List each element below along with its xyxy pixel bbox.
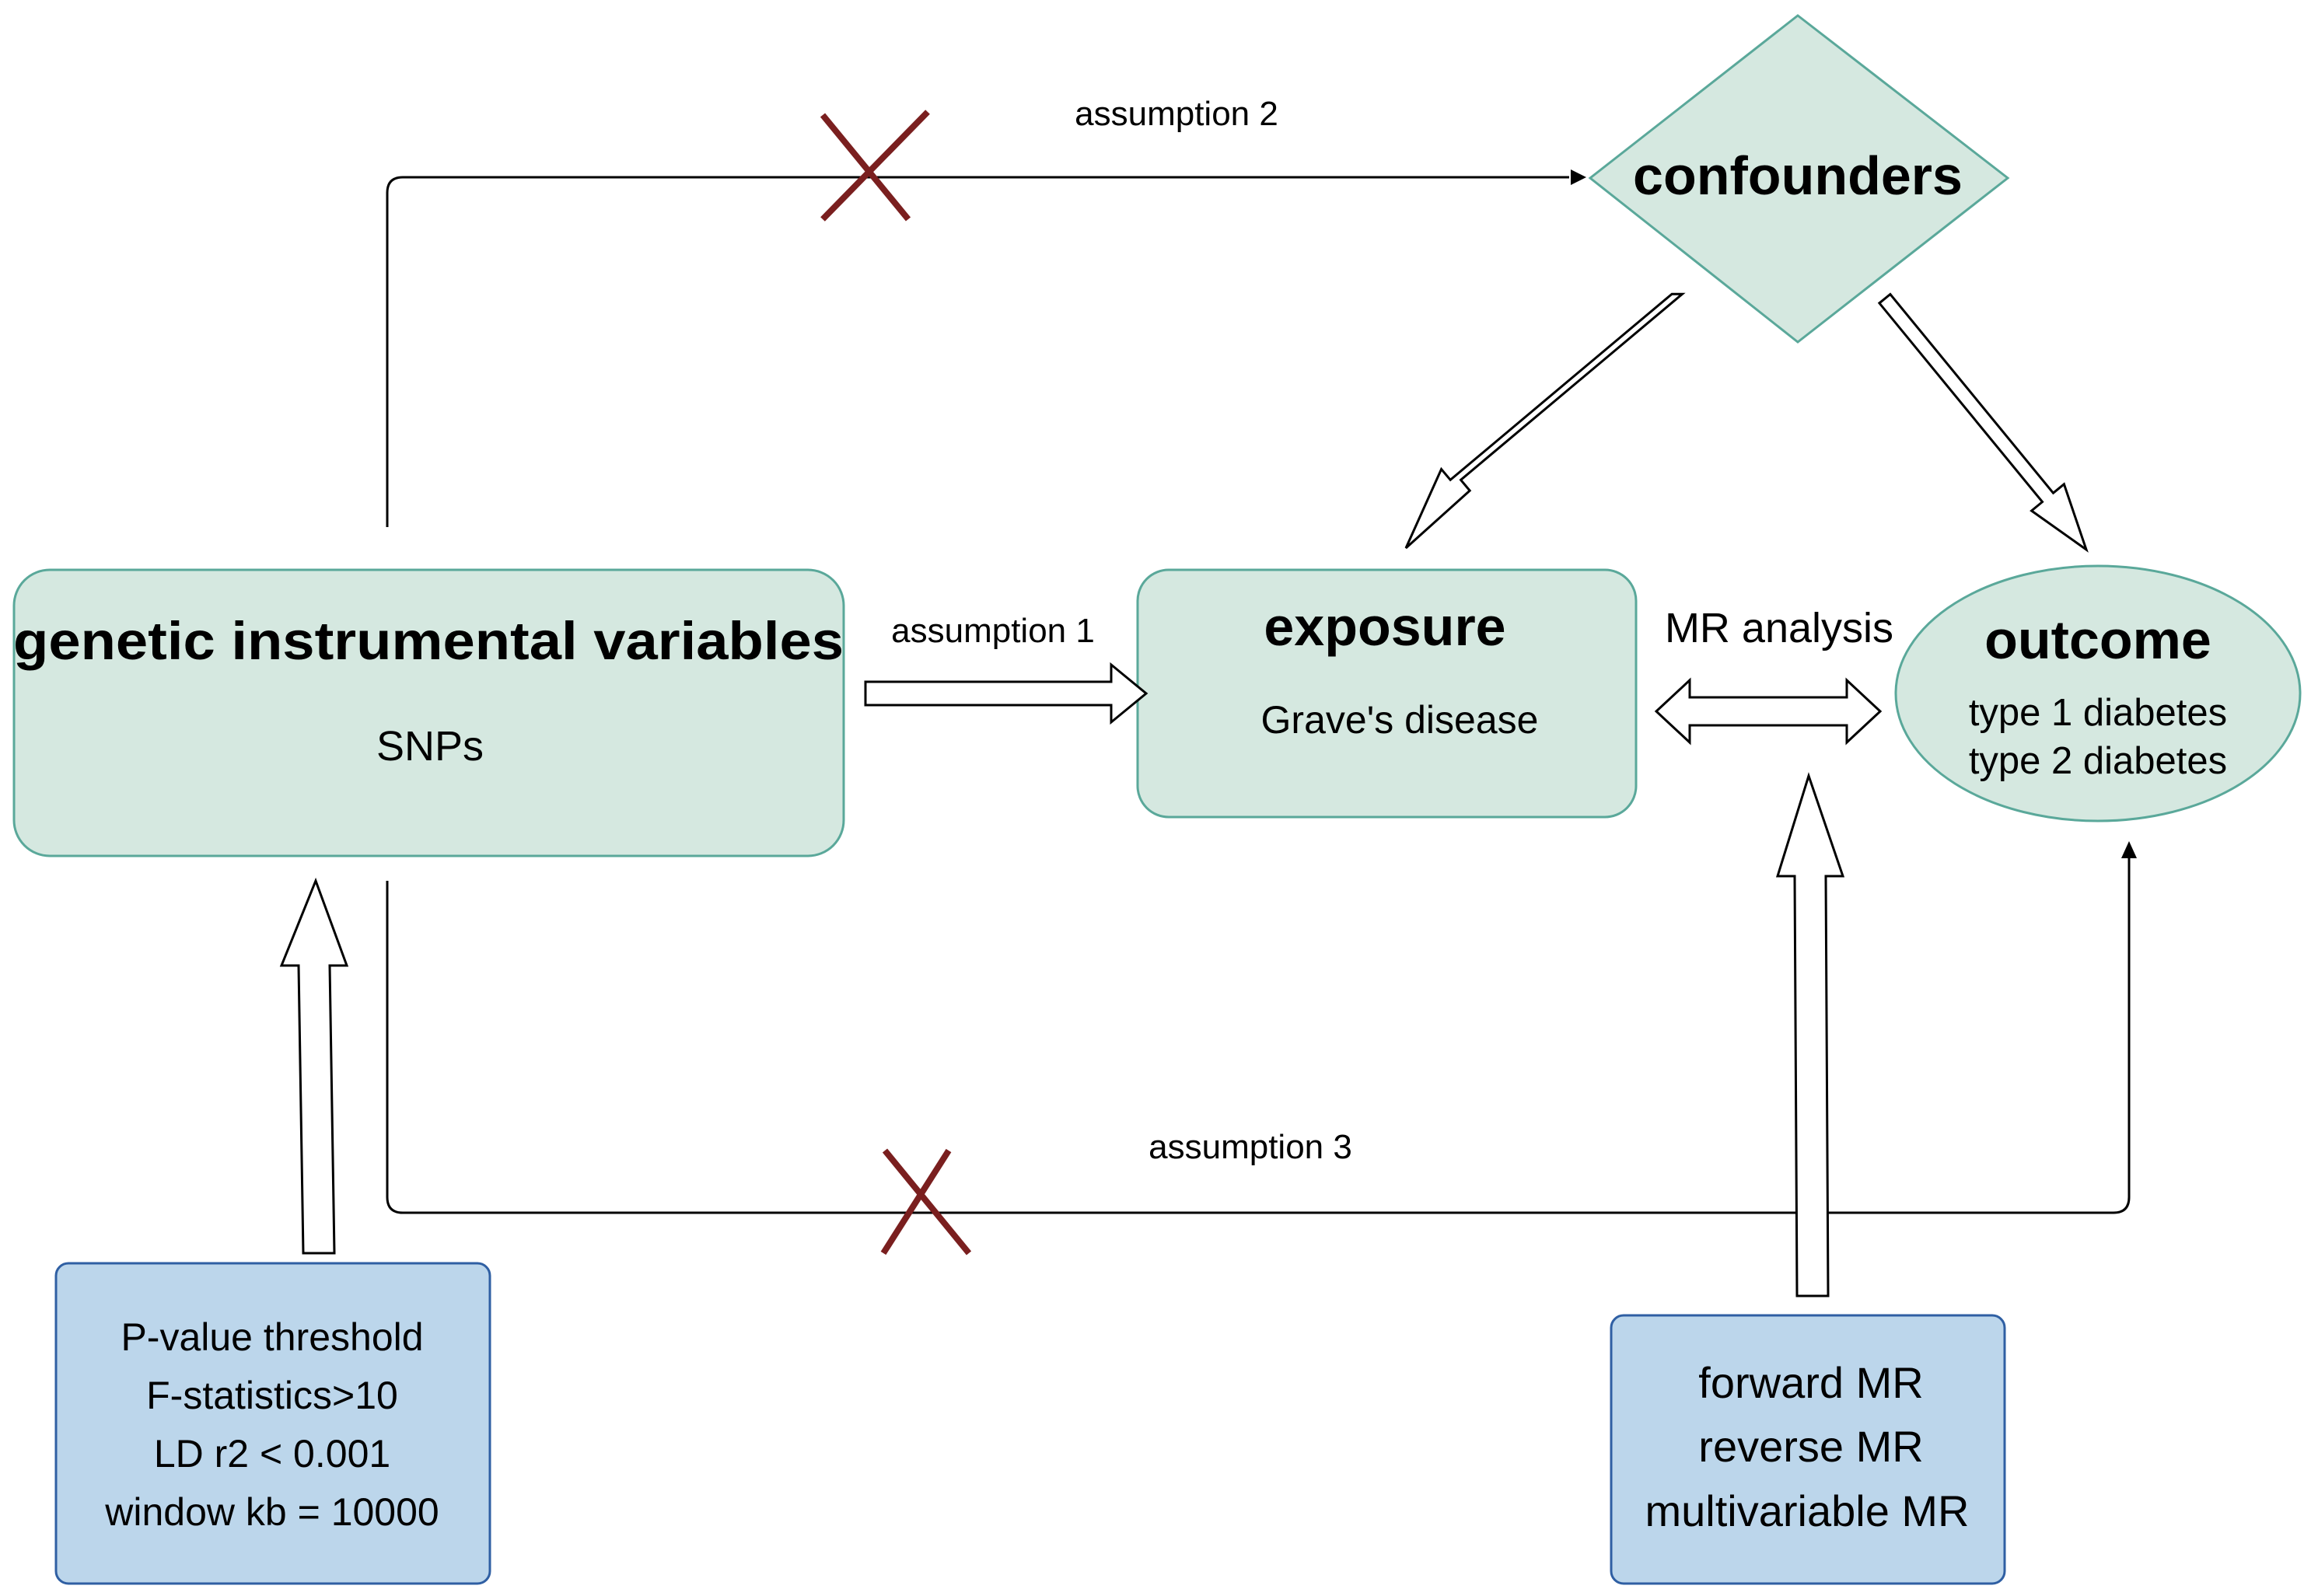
exposure-subtitle: Grave's disease	[1261, 698, 1539, 742]
selection-criteria-node: P-value threshold F-statistics>10 LD r2 …	[54, 1262, 491, 1585]
exposure-title: exposure	[1264, 596, 1505, 657]
confounders-title: confounders	[1633, 145, 1963, 206]
exposure-node: exposure Grave's disease	[1136, 568, 1638, 819]
selection-to-instruments-arrow	[279, 877, 349, 1255]
instruments-to-exposure-arrow	[864, 662, 1149, 725]
selection-criteria-line: F-statistics>10	[146, 1374, 398, 1417]
instruments-node: genetic instrumental variables SNPs	[12, 568, 845, 857]
mr-methods-node: forward MR reverse MR multivariable MR	[1610, 1314, 2006, 1585]
outcome-title: outcome	[1984, 609, 2211, 670]
methods-to-analysis-arrow	[1775, 772, 1845, 1297]
outcome-line2: type 2 diabetes	[1969, 740, 2227, 782]
mr-analysis-label: MR analysis	[1665, 605, 1893, 651]
assumption1-label: assumption 1	[891, 612, 1095, 650]
mr-method-line: multivariable MR	[1645, 1486, 1970, 1535]
assumption2-cross-icon	[820, 110, 930, 222]
selection-criteria-line: P-value threshold	[121, 1315, 423, 1359]
assumption2-arrowhead	[1571, 169, 1586, 185]
assumption3-connector	[386, 857, 2131, 1214]
selection-criteria-line: LD r2 < 0.001	[154, 1432, 390, 1476]
mr-method-line: forward MR	[1698, 1358, 1923, 1407]
assumption2-label: assumption 2	[1075, 95, 1278, 133]
exposure-outcome-bidirectional-arrow	[1654, 677, 1883, 746]
outcome-node: outcome type 1 diabetes type 2 diabetes	[1894, 564, 2302, 822]
selection-criteria-line: window kb = 10000	[104, 1490, 439, 1534]
outcome-line1: type 1 diabetes	[1969, 692, 2227, 734]
instruments-subtitle: SNPs	[376, 723, 484, 770]
confounders-node: confounders	[1588, 14, 2010, 344]
mr-method-line: reverse MR	[1698, 1422, 1923, 1471]
assumption3-cross-icon	[880, 1148, 972, 1255]
assumption3-arrowhead	[2121, 841, 2137, 858]
confounders-to-outcome-arrow	[1877, 292, 2089, 553]
confounders-to-exposure-arrow	[1404, 292, 1686, 550]
assumption3-label: assumption 3	[1149, 1128, 1352, 1166]
instruments-title: genetic instrumental variables	[13, 611, 844, 671]
assumption2-connector	[386, 176, 1569, 527]
